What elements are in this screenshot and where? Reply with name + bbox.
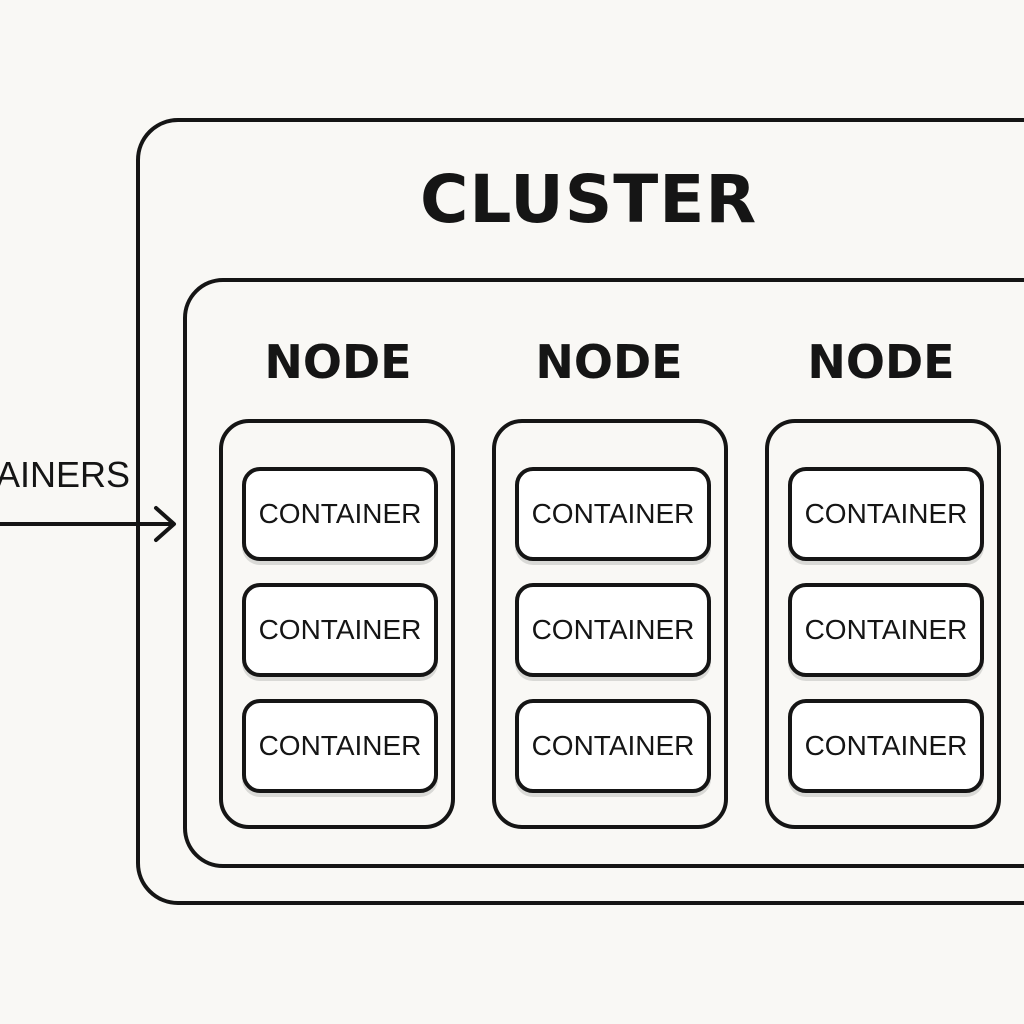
container-label: CONTAINER <box>804 498 968 529</box>
node-group-box <box>183 278 1024 868</box>
cluster-label: CLUSTER <box>420 161 758 238</box>
node-box-1: CONTAINER CONTAINER CONTAINER <box>219 419 455 829</box>
container-label: CONTAINER <box>531 498 695 529</box>
cluster-box <box>136 118 1024 905</box>
container-label: CONTAINER <box>531 614 695 645</box>
container-box: CONTAINER <box>242 467 438 561</box>
container-box: CONTAINER <box>515 467 711 561</box>
node-label-2: NODE <box>535 335 683 389</box>
container-box: CONTAINER <box>788 699 984 793</box>
container-box: CONTAINER <box>788 467 984 561</box>
node-label-1: NODE <box>264 335 412 389</box>
container-box: CONTAINER <box>788 583 984 677</box>
container-label: CONTAINER <box>258 498 422 529</box>
node-box-3: CONTAINER CONTAINER CONTAINER <box>765 419 1001 829</box>
incoming-label: AINERS <box>0 454 130 495</box>
container-box: CONTAINER <box>515 583 711 677</box>
container-box: CONTAINER <box>242 583 438 677</box>
container-label: CONTAINER <box>258 730 422 761</box>
incoming-arrow <box>0 506 176 542</box>
container-label: CONTAINER <box>531 730 695 761</box>
container-box: CONTAINER <box>515 699 711 793</box>
node-label-3: NODE <box>807 335 955 389</box>
node-box-2: CONTAINER CONTAINER CONTAINER <box>492 419 728 829</box>
container-box: CONTAINER <box>242 699 438 793</box>
container-label: CONTAINER <box>258 614 422 645</box>
container-label: CONTAINER <box>804 730 968 761</box>
container-label: CONTAINER <box>804 614 968 645</box>
